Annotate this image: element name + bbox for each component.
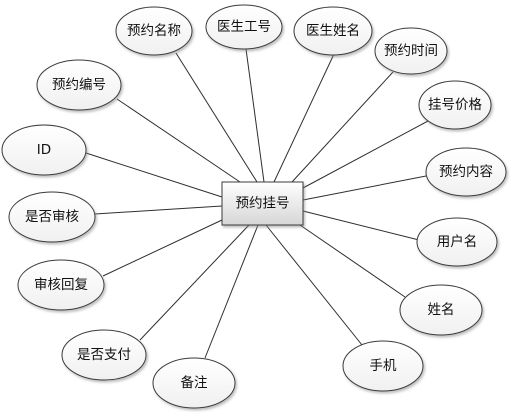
- attribute-label: 挂号价格: [428, 97, 482, 113]
- connector-review-reply: [102, 219, 223, 277]
- connector-remarks: [204, 224, 259, 359]
- attribute-label: 审核回复: [34, 276, 88, 293]
- attribute-label: 预约时间: [384, 43, 438, 59]
- attribute-label: 是否支付: [77, 347, 131, 363]
- attribute-node-registration-price: 挂号价格: [418, 80, 492, 130]
- attribute-ellipse: [115, 6, 193, 56]
- attribute-ellipse: [374, 27, 448, 75]
- attribute-node-doctor-id: 医生工号: [205, 4, 283, 50]
- attribute-node-booking-name: 预约名称: [115, 6, 193, 56]
- attribute-label: 预约编号: [52, 77, 106, 93]
- attribute-label: 是否审核: [25, 209, 79, 225]
- attribute-ellipse: [8, 191, 96, 243]
- attribute-node-is-paid: 是否支付: [61, 329, 147, 381]
- connector-booking-content: [302, 175, 427, 201]
- attribute-label: 手机: [370, 358, 397, 374]
- attribute-node-username: 用户名: [416, 217, 498, 267]
- attribute-node-remarks: 备注: [152, 357, 236, 409]
- attribute-node-name: 姓名: [399, 284, 483, 336]
- attribute-node-booking-number: 预约编号: [36, 59, 122, 111]
- attribute-node-phone: 手机: [342, 340, 424, 392]
- attribute-node-id: ID: [1, 124, 87, 176]
- attribute-ellipse: [152, 357, 236, 409]
- attribute-node-review-reply: 审核回复: [17, 259, 105, 311]
- connector-username: [302, 210, 420, 241]
- entity-rectangle: [221, 181, 304, 226]
- entity-label: 预约挂号: [236, 196, 290, 212]
- attribute-ellipse: [416, 217, 498, 267]
- attribute-label: 预约内容: [439, 163, 493, 180]
- entity-node: 预约挂号: [221, 181, 304, 226]
- attribute-node-booking-content: 预约内容: [425, 147, 507, 197]
- attribute-label: ID: [37, 142, 51, 158]
- connector-name: [299, 224, 406, 298]
- attribute-ellipse: [1, 124, 87, 176]
- connector-doctor-id: [245, 48, 265, 183]
- connector-id: [85, 152, 223, 198]
- attribute-label: 备注: [181, 374, 208, 391]
- attribute-label: 预约名称: [127, 23, 181, 39]
- connector-is-reviewed: [94, 205, 223, 215]
- attribute-node-booking-time: 预约时间: [374, 27, 448, 75]
- attribute-label: 用户名: [437, 233, 478, 250]
- attribute-ellipse: [418, 80, 492, 130]
- attribute-ellipse: [205, 4, 283, 50]
- connector-is-paid: [139, 224, 250, 341]
- attribute-ellipse: [61, 329, 147, 381]
- attribute-ellipse: [425, 147, 507, 197]
- attribute-label: 姓名: [428, 302, 455, 318]
- attribute-node-is-reviewed: 是否审核: [8, 191, 96, 243]
- attribute-ellipse: [399, 284, 483, 336]
- connector-booking-time: [291, 71, 394, 183]
- connector-lines: [85, 48, 429, 359]
- attribute-label: 医生工号: [217, 19, 271, 35]
- connector-booking-name: [175, 52, 258, 183]
- connector-doctor-name: [273, 53, 335, 183]
- attribute-label: 医生姓名: [306, 23, 360, 39]
- attribute-ellipse: [17, 259, 105, 311]
- attribute-ellipse: [293, 6, 373, 56]
- connector-booking-number: [116, 98, 241, 183]
- attribute-node-doctor-name: 医生姓名: [293, 6, 373, 56]
- connector-phone: [265, 224, 363, 346]
- attribute-ellipse: [342, 340, 424, 392]
- attribute-ellipse: [36, 59, 122, 111]
- connector-registration-price: [302, 120, 429, 189]
